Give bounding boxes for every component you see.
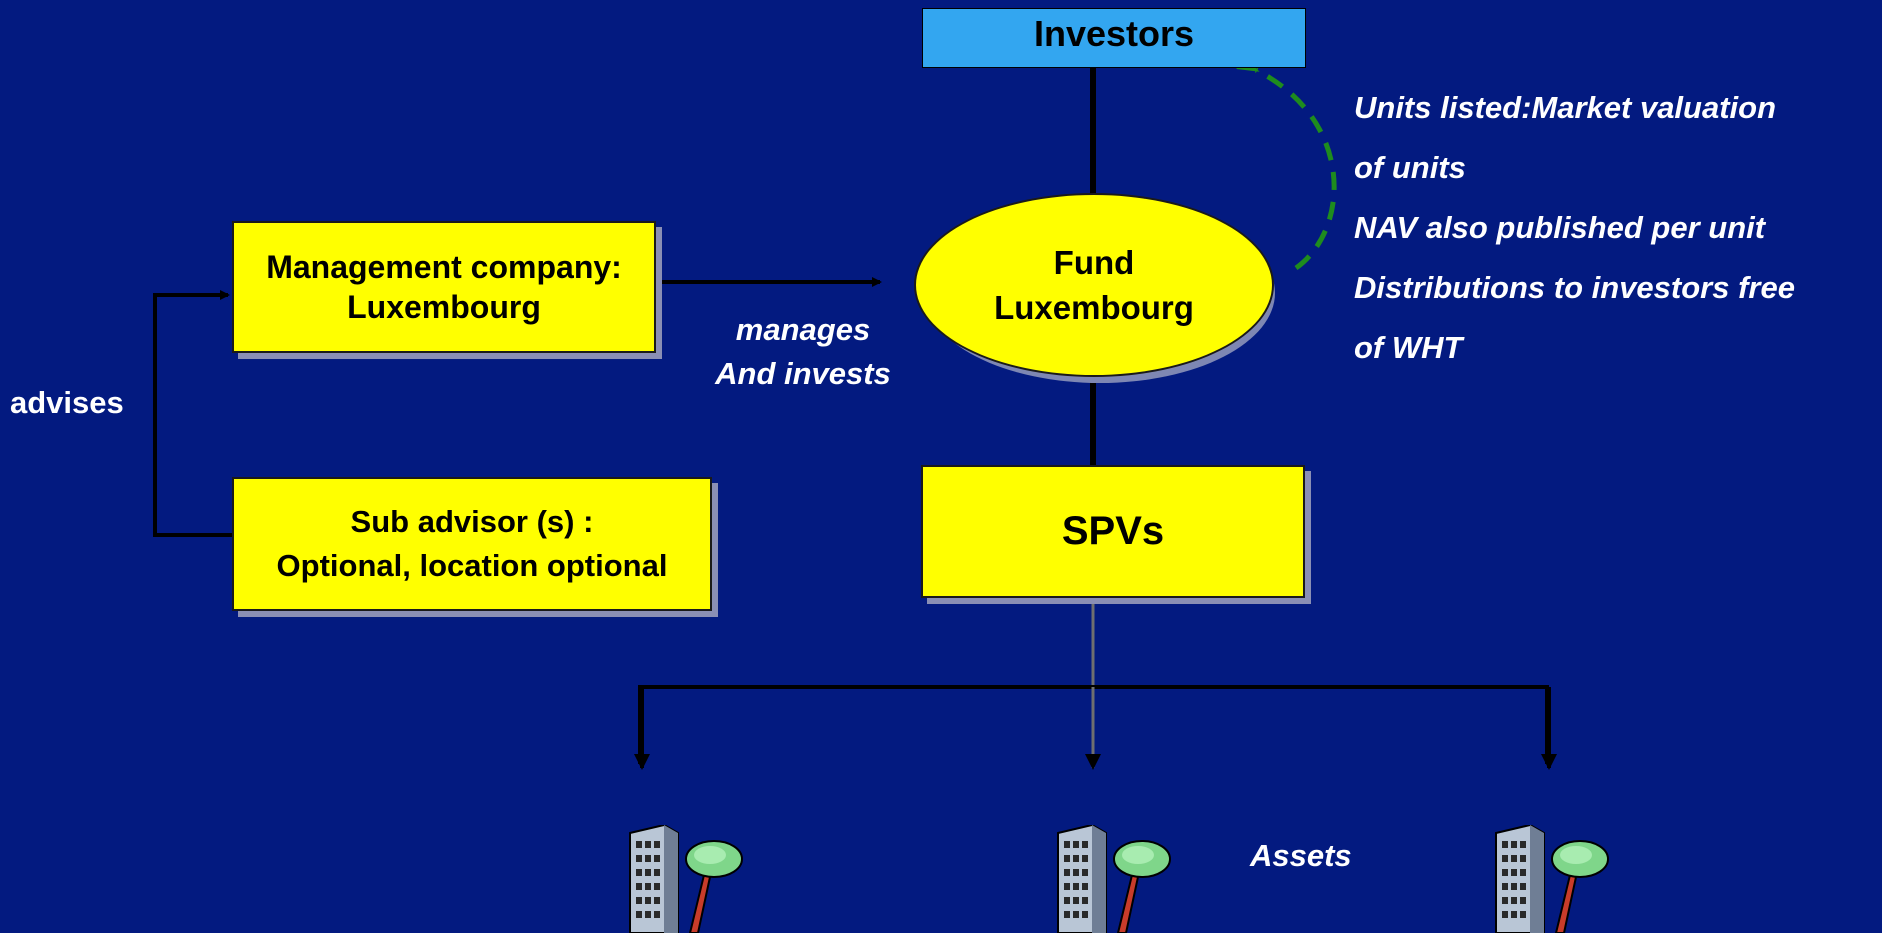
building-tree-icon xyxy=(1057,825,1171,933)
fund-ellipse: Fund Luxembourg xyxy=(914,193,1274,377)
sub-advisor-box: Sub advisor (s) : Optional, location opt… xyxy=(232,477,712,611)
valuation-notes: Units listed:Market valuation of units N… xyxy=(1354,90,1795,365)
fund-label: Fund Luxembourg xyxy=(994,244,1194,326)
investors-box: Investors xyxy=(922,8,1306,68)
assets-label: Assets xyxy=(1250,838,1352,873)
spvs-label: SPVs xyxy=(1061,509,1165,553)
spvs-box: SPVs xyxy=(921,465,1305,598)
investors-label: Investors xyxy=(1033,13,1195,54)
building-tree-icon xyxy=(1495,825,1609,933)
management-company-box: Management company: Luxembourg xyxy=(232,221,656,353)
sub-advisor-label: Sub advisor (s) : Optional, location opt… xyxy=(276,504,668,583)
building-tree-icon xyxy=(629,825,743,933)
valuation-dashed-arrow xyxy=(1236,54,1337,271)
advises-bracket xyxy=(153,290,234,537)
advises-label: advises xyxy=(10,385,124,420)
management-company-label: Management company: Luxembourg xyxy=(266,249,622,325)
manages-label: manages And invests xyxy=(715,312,891,391)
